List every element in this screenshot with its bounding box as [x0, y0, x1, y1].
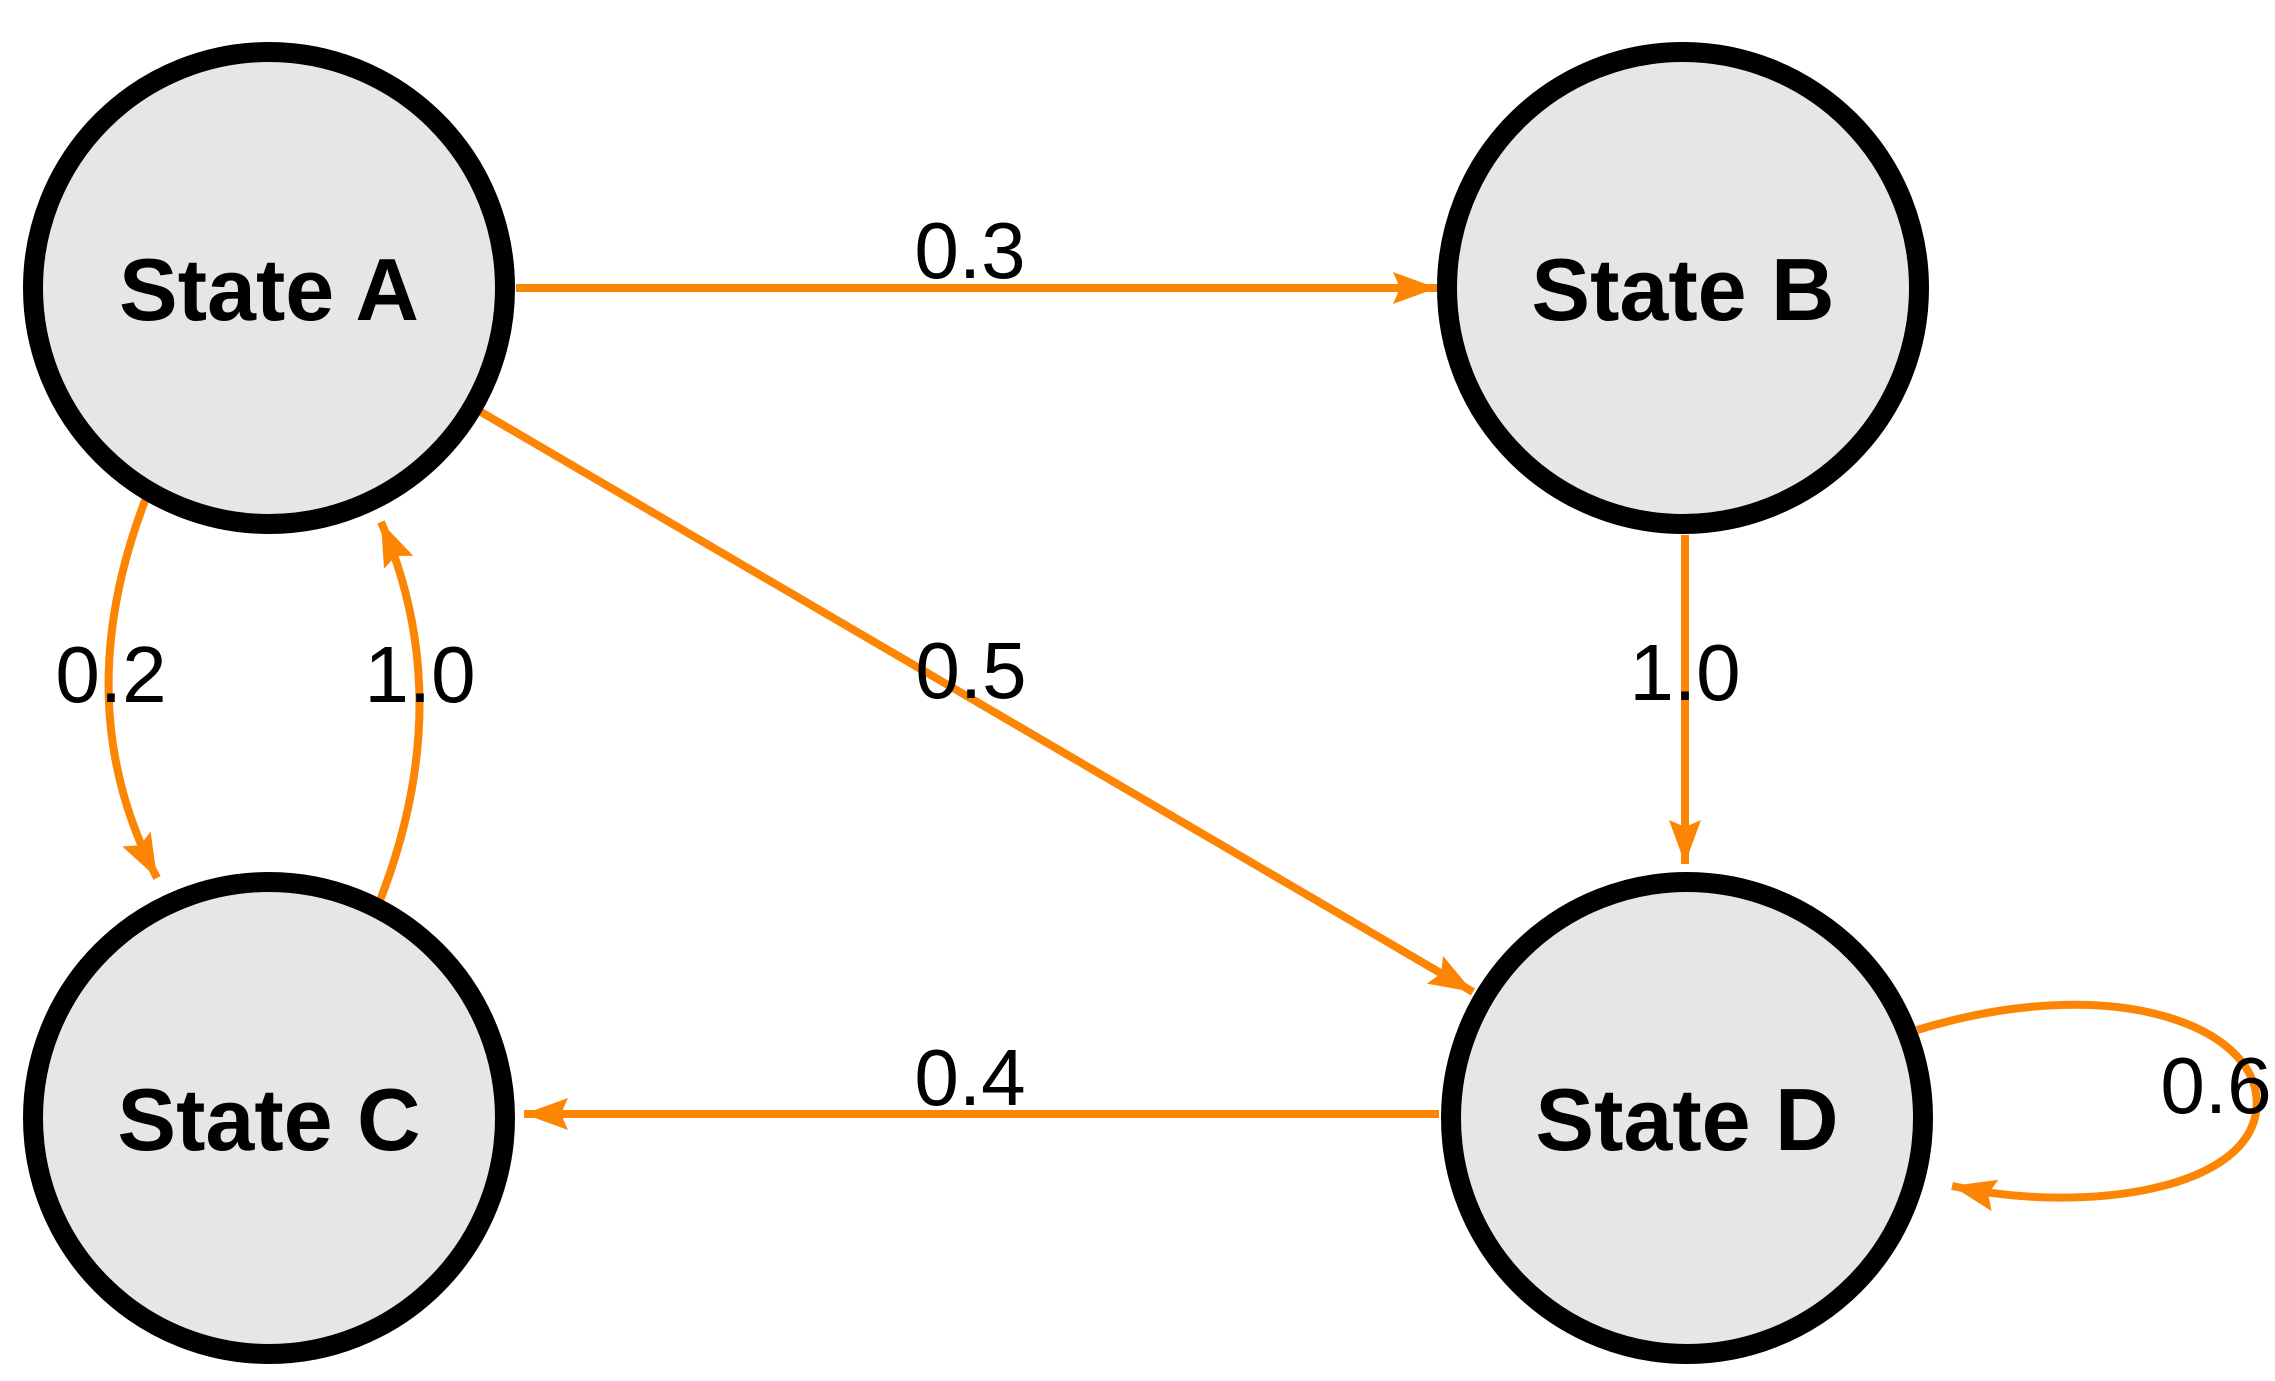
state-node-a-label: State A: [119, 240, 419, 339]
edge-a-to-d-label: 0.5: [915, 626, 1026, 715]
state-node-d: State D: [1441, 872, 1933, 1364]
edge-d-to-c-label: 0.4: [914, 1033, 1025, 1122]
edge-a-to-d-arrow: [478, 408, 1476, 996]
edge-c-to-a-arrow: [375, 520, 424, 905]
state-node-d-circle: [1441, 872, 1933, 1364]
edge-d-to-c: 0.4: [524, 1033, 1439, 1130]
edge-d-self-loop: 0.6: [1915, 1000, 2272, 1212]
edge-a-to-c-label: 0.2: [55, 630, 166, 719]
edge-c-to-a: 1.0: [364, 520, 476, 905]
edge-a-to-d: 0.5: [478, 408, 1476, 996]
edge-a-to-c: 0.2: [55, 496, 167, 880]
state-node-c-label: State C: [117, 1070, 420, 1169]
edge-d-self-loop-label: 0.6: [2160, 1041, 2271, 1130]
state-node-a: State A: [23, 42, 515, 534]
state-node-d-label: State D: [1535, 1070, 1838, 1169]
state-node-b: State B: [1437, 42, 1929, 534]
edge-d-self-loop-arrow: [1915, 1000, 2261, 1212]
edge-a-to-b-label: 0.3: [914, 206, 1025, 295]
state-node-a-circle: [23, 42, 515, 534]
state-node-b-label: State B: [1531, 240, 1834, 339]
edge-c-to-a-label: 1.0: [364, 630, 475, 719]
edge-a-to-c-arrow: [104, 496, 161, 880]
edge-b-to-d-label: 1.0: [1629, 628, 1740, 717]
state-node-c: State C: [23, 872, 515, 1364]
state-node-b-circle: [1437, 42, 1929, 534]
state-node-c-circle: [23, 872, 515, 1364]
edge-b-to-d: 1.0: [1629, 535, 1741, 864]
edge-a-to-b: 0.3: [516, 206, 1437, 304]
